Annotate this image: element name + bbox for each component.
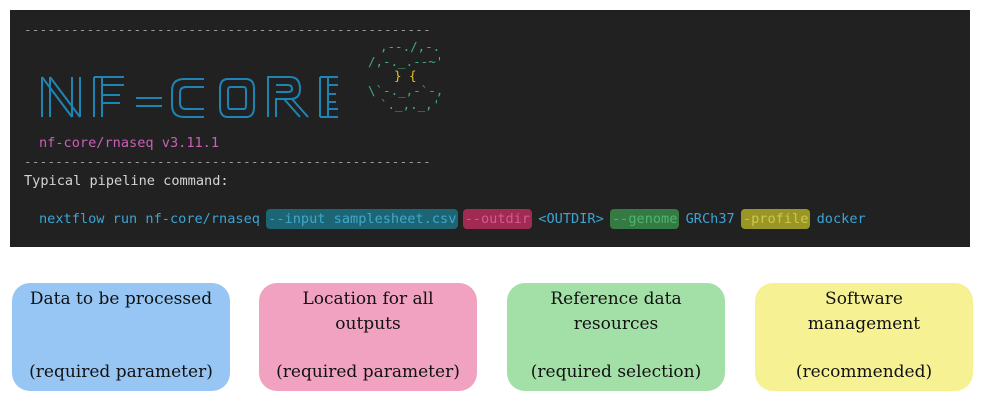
reference-data-card: Reference data resources (required selec…: [507, 283, 725, 391]
card-note: (required parameter): [276, 362, 460, 382]
outdir-flag: --outdir: [462, 209, 533, 229]
pipeline-version: nf-core/rnaseq v3.11.1: [39, 135, 220, 151]
card-title: Software management: [807, 289, 921, 334]
genome-value: GRCh37: [685, 211, 735, 227]
profile-value: docker: [816, 211, 866, 227]
pipeline-command: nextflow run nf-core/rnaseq --input samp…: [39, 209, 866, 229]
profile-flag: -profile: [740, 209, 811, 229]
genome-flag: --genome: [609, 209, 680, 229]
card-title: Location for all outputs: [302, 289, 434, 334]
separator-top: ----------------------------------------…: [24, 22, 431, 37]
output-location-card: Location for all outputs (required param…: [259, 283, 477, 391]
nf-core-apple-art: ,--./,-. /,-._.--~' } { \`-._,-`-, `._,.…: [354, 39, 444, 113]
card-note: (required selection): [530, 362, 702, 382]
separator-bottom: ----------------------------------------…: [24, 154, 431, 169]
terminal-window: ----------------------------------------…: [10, 10, 970, 247]
card-title: Data to be processed: [29, 289, 213, 309]
card-note: (required parameter): [29, 362, 213, 382]
input-data-card: Data to be processed (required parameter…: [12, 283, 230, 391]
nf-core-logo: [41, 76, 338, 118]
outdir-value: <OUTDIR>: [538, 211, 604, 227]
command-base: nextflow run nf-core/rnaseq: [39, 211, 260, 227]
typical-command-label: Typical pipeline command:: [24, 173, 229, 189]
input-flag: --input samplesheet.csv: [266, 209, 459, 229]
apple-art-line-1: ,--./,-.: [380, 39, 441, 54]
card-title: Reference data resources: [550, 289, 682, 334]
apple-art-line-2: /,-._.--~': [368, 53, 444, 69]
card-note: (recommended): [795, 362, 933, 382]
software-management-card: Software management (recommended): [755, 283, 973, 391]
apple-art-line-3: } {: [394, 68, 417, 83]
apple-art-line-4: \`-._,-`-,: [368, 82, 444, 98]
apple-art-line-5: `._,._,': [380, 97, 441, 112]
